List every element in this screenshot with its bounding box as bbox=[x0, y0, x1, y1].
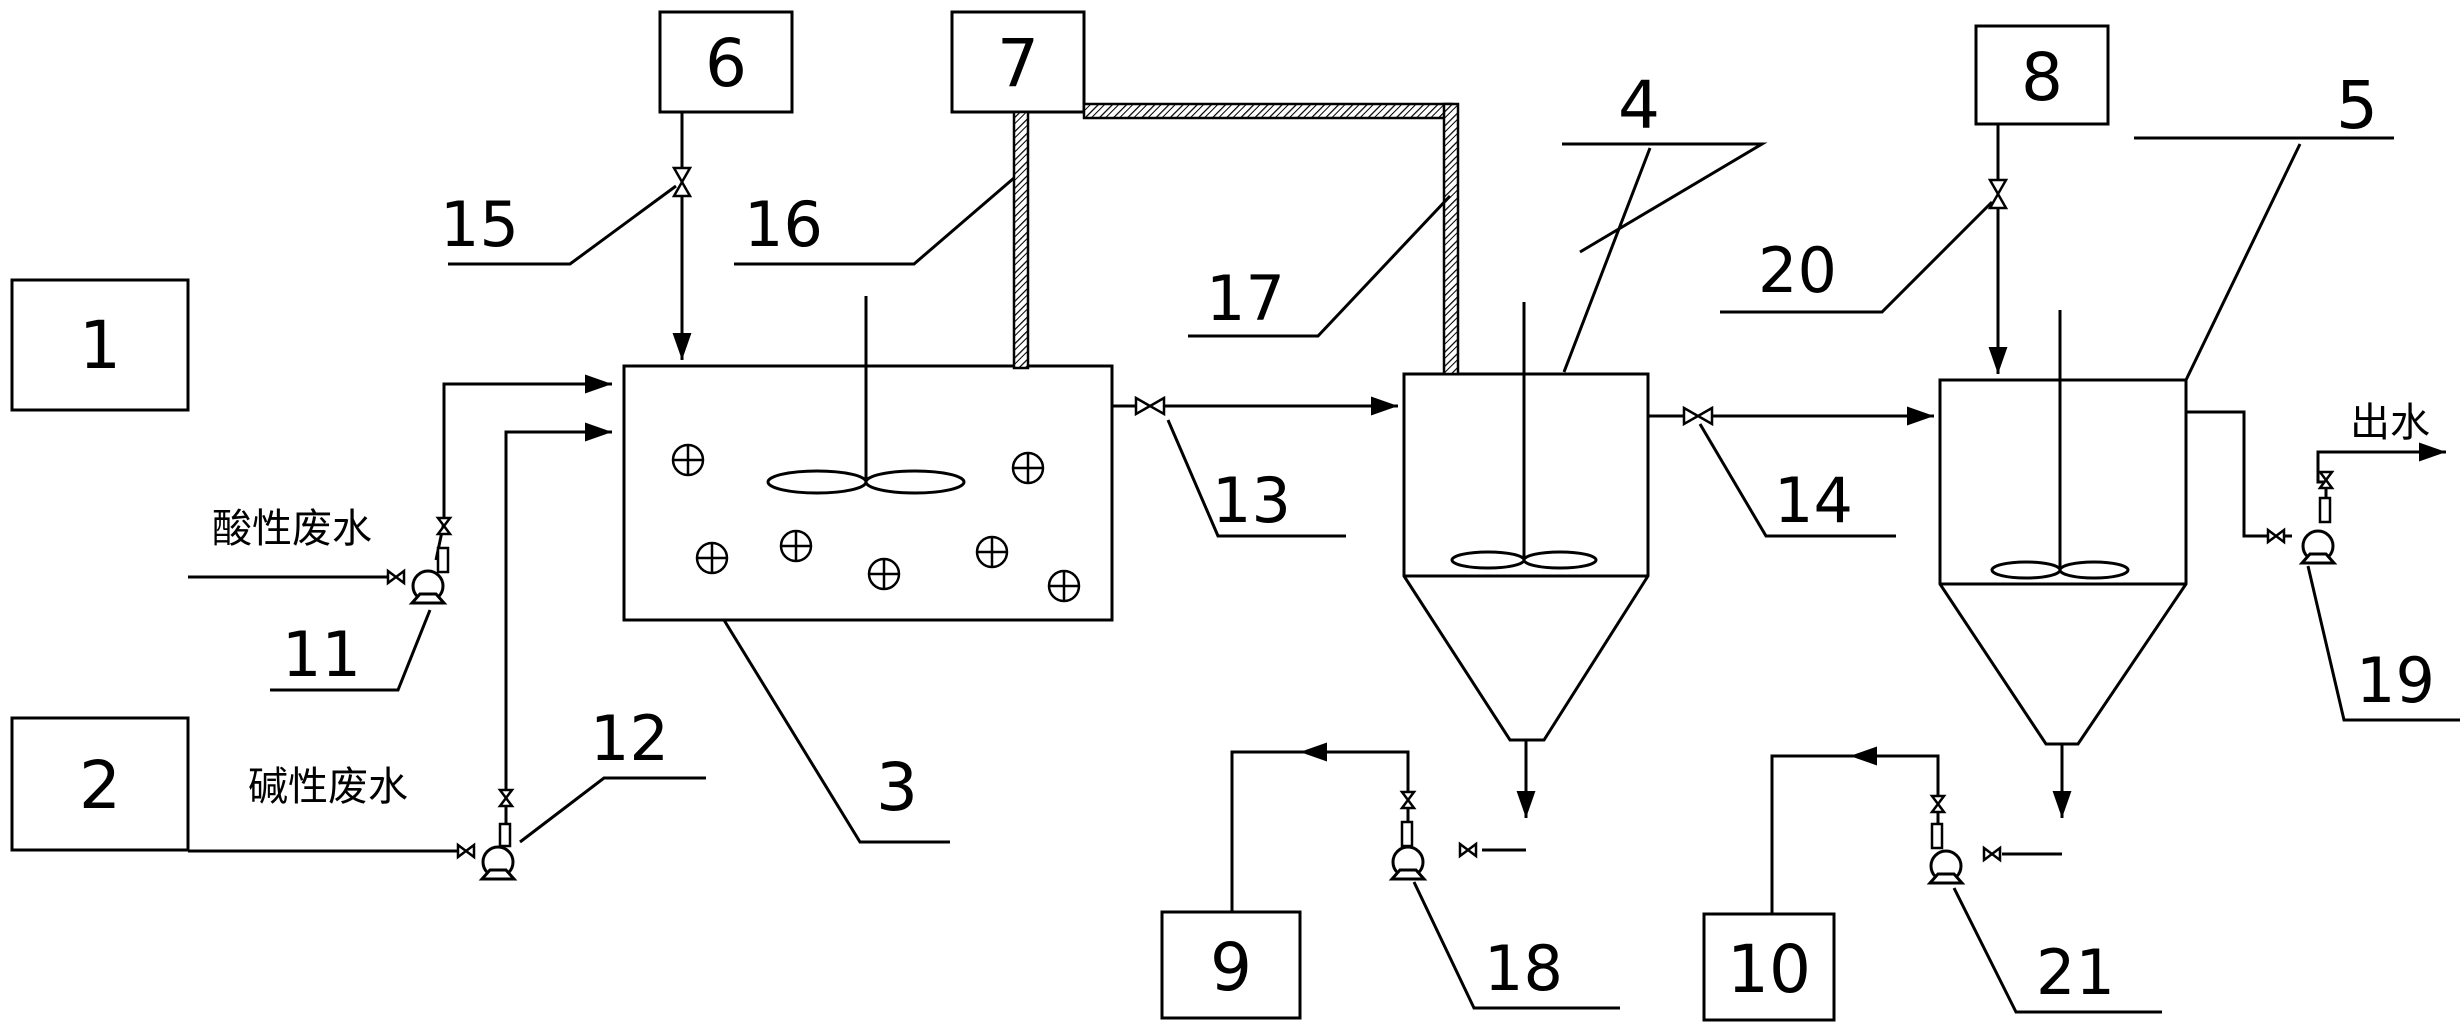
label-12: 12 bbox=[590, 702, 669, 775]
valve-13 bbox=[1134, 395, 1166, 417]
impeller-blade-right bbox=[864, 469, 966, 495]
valve-20 bbox=[1987, 178, 2009, 210]
label-19: 19 bbox=[2356, 644, 2435, 717]
outlet-line bbox=[2186, 410, 2292, 538]
alkali-wastewater-source-2: 2 bbox=[10, 716, 190, 852]
leader-lines bbox=[270, 136, 2460, 1014]
label-21: 21 bbox=[2036, 936, 2115, 1009]
sludge-tank-9: 9 bbox=[1160, 910, 1302, 1020]
label-8: 8 bbox=[2021, 39, 2063, 116]
sludge-line-to-10 bbox=[1770, 754, 1940, 914]
label-3: 3 bbox=[876, 749, 918, 826]
label-14: 14 bbox=[1774, 464, 1853, 537]
pump-21 bbox=[1928, 822, 1964, 885]
label-9: 9 bbox=[1210, 929, 1252, 1006]
acid-wastewater-text: 酸性废水 bbox=[212, 506, 372, 552]
outlet-text: 出水 bbox=[2350, 400, 2430, 446]
label-10: 10 bbox=[1727, 931, 1811, 1008]
label-7: 7 bbox=[997, 25, 1039, 102]
alkali-wastewater-text: 碱性废水 bbox=[248, 764, 408, 810]
gas-unit-7: 7 bbox=[950, 10, 1086, 114]
aeration-diffusers bbox=[671, 443, 1081, 603]
label-5: 5 bbox=[2336, 67, 2378, 144]
label-4: 4 bbox=[1618, 67, 1660, 144]
label-18: 18 bbox=[1484, 932, 1563, 1005]
label-17: 17 bbox=[1206, 262, 1285, 335]
label-2: 2 bbox=[79, 747, 121, 824]
acid-wastewater-source-1: 1 bbox=[10, 278, 190, 412]
label-16: 16 bbox=[744, 188, 823, 261]
label-20: 20 bbox=[1758, 234, 1837, 307]
dosing-tank-6: 6 bbox=[658, 10, 794, 114]
valve-14 bbox=[1682, 405, 1714, 427]
settling-tank-4 bbox=[1402, 302, 1650, 742]
label-15: 15 bbox=[440, 188, 519, 261]
label-13: 13 bbox=[1212, 464, 1291, 537]
alkali-wastewater-line bbox=[188, 422, 612, 853]
pump-19 bbox=[2300, 496, 2336, 565]
outlet-discharge bbox=[2316, 442, 2446, 520]
label-6: 6 bbox=[705, 25, 747, 102]
pump-12 bbox=[480, 822, 516, 881]
pump-11 bbox=[410, 546, 450, 605]
valves bbox=[386, 166, 2335, 863]
settling-tank-5 bbox=[1938, 310, 2188, 746]
valve-15 bbox=[671, 166, 693, 198]
sludge-tank-10: 10 bbox=[1702, 912, 1836, 1022]
pump-18 bbox=[1390, 820, 1426, 881]
sludge-line-to-9 bbox=[1230, 750, 1410, 912]
label-11: 11 bbox=[282, 618, 361, 691]
label-1: 1 bbox=[79, 307, 121, 384]
dosing-tank-8: 8 bbox=[1974, 24, 2110, 126]
gas-duct bbox=[1012, 102, 1460, 376]
acid-wastewater-line bbox=[188, 374, 612, 579]
neutralization-tank-3 bbox=[622, 296, 1114, 622]
